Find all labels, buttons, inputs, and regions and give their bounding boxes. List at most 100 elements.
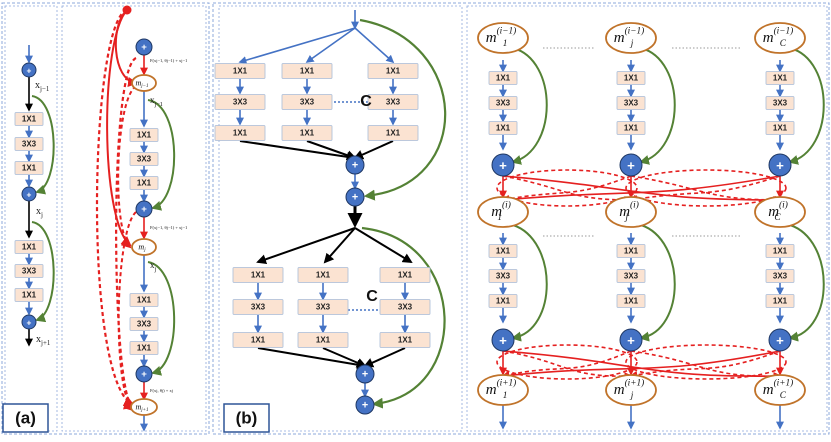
connector-arrow <box>257 347 367 370</box>
plus-circle-icon: + <box>619 153 643 177</box>
conv-block-label: 1X1 <box>773 297 788 306</box>
connector-curve <box>501 350 781 380</box>
conv-block: 1X1 <box>281 63 333 79</box>
conv-block-label: 1X1 <box>496 124 511 133</box>
conv-block: 3X3 <box>129 317 159 331</box>
source-dot <box>122 5 132 15</box>
connector-curve <box>501 350 632 379</box>
conv-block-label: 1X1 <box>624 247 639 256</box>
conv-block-label: 1X1 <box>137 296 152 305</box>
memory-node-icon: m(i)j <box>605 196 657 228</box>
connector-curve <box>639 47 676 165</box>
cardinality-label: C <box>366 288 378 305</box>
conv-block-label: 3X3 <box>773 99 788 108</box>
conv-block: 3X3 <box>488 269 518 283</box>
connector-curve <box>95 8 135 407</box>
memory-node-label: mj−1 <box>136 79 149 89</box>
connector-curve <box>354 227 413 264</box>
connector-loop <box>496 344 638 380</box>
memory-node-icon: m(i)C <box>754 196 806 228</box>
plus-sign: + <box>27 190 32 200</box>
conv-block: 3X3 <box>297 299 349 315</box>
connector-arrow <box>363 347 406 368</box>
connector-arrow <box>322 347 367 368</box>
conv-block-label: 1X1 <box>316 336 331 345</box>
plus-circle-icon: + <box>768 153 792 177</box>
conv-block-label: 1X1 <box>386 129 401 138</box>
conv-block: 3X3 <box>379 299 431 315</box>
conv-block: 1X1 <box>616 121 646 135</box>
plus-sign: + <box>499 333 507 348</box>
connector-curve <box>354 27 395 64</box>
conv-block-label: 1X1 <box>398 271 413 280</box>
panel-b-tag: (b) <box>223 403 270 433</box>
conv-block-label: 3X3 <box>496 272 511 281</box>
connector-curve <box>117 85 137 249</box>
function-annotation: F(xj, θj) + xj <box>150 388 173 394</box>
plus-sign: + <box>627 333 635 348</box>
conv-block-label: 1X1 <box>22 243 37 252</box>
conv-block: 3X3 <box>488 96 518 110</box>
conv-block-label: 1X1 <box>773 247 788 256</box>
conv-block: 1X1 <box>765 294 795 308</box>
connector-curve <box>788 224 825 342</box>
conv-block: 3X3 <box>765 96 795 110</box>
conv-block: 1X1 <box>367 125 419 141</box>
conv-block-label: 1X1 <box>22 291 37 300</box>
memory-node-icon: m(i+1)1 <box>477 374 529 406</box>
plus-circle-icon: + <box>345 155 365 175</box>
plus-circle-icon: + <box>21 314 37 330</box>
conv-block: 3X3 <box>129 152 159 166</box>
conv-block: 3X3 <box>765 269 795 283</box>
conv-block: 1X1 <box>765 121 795 135</box>
conv-block: 1X1 <box>488 294 518 308</box>
memory-node-icon: mj+1 <box>130 398 158 416</box>
conv-block: 1X1 <box>488 121 518 135</box>
conv-block: 1X1 <box>379 267 431 283</box>
conv-block-label: 3X3 <box>496 99 511 108</box>
plus-sign: + <box>362 400 368 412</box>
connector-curve <box>106 9 132 247</box>
conv-block: 1X1 <box>214 63 266 79</box>
conv-block: 1X1 <box>488 244 518 258</box>
memory-node-icon: m(i−1)C <box>754 22 806 54</box>
conv-block: 1X1 <box>129 128 159 142</box>
conv-block: 1X1 <box>616 71 646 85</box>
conv-block-label: 3X3 <box>137 155 152 164</box>
memory-node-label: mj+1 <box>136 403 149 413</box>
conv-block-label: 3X3 <box>624 99 639 108</box>
connector-curve <box>501 175 781 204</box>
connector-curve <box>31 221 55 323</box>
nodes-layer: +xj−11X13X31X1+xj1X13X31X1+xj+1+mj−1F(xj… <box>14 5 806 416</box>
variable-label: xj−1 <box>35 80 50 93</box>
conv-block-label: 1X1 <box>773 124 788 133</box>
conv-block-label: 3X3 <box>137 320 152 329</box>
connector-curve <box>630 175 782 204</box>
conv-block-label: 1X1 <box>233 67 248 76</box>
connections-layer <box>25 8 825 432</box>
conv-block: 3X3 <box>616 96 646 110</box>
conv-block: 1X1 <box>14 288 44 302</box>
connector-curve <box>305 27 356 63</box>
conv-block-label: 3X3 <box>316 303 331 312</box>
plus-sign: + <box>141 369 147 380</box>
conv-block: 1X1 <box>129 341 159 355</box>
plus-sign: + <box>141 204 147 215</box>
conv-block-label: 1X1 <box>22 164 37 173</box>
conv-block: 3X3 <box>214 94 266 110</box>
plus-sign: + <box>352 160 358 172</box>
connector-curve <box>359 18 447 201</box>
panel-a-tag: (a) <box>2 403 49 433</box>
connector-loop <box>625 344 787 380</box>
connector-curve <box>238 27 356 65</box>
connector-curve <box>511 224 548 342</box>
conv-block: 1X1 <box>297 267 349 283</box>
conv-block: 1X1 <box>129 293 159 307</box>
conv-block-label: 1X1 <box>624 297 639 306</box>
connector-curve <box>115 56 137 410</box>
memory-node-icon: m(i+1)j <box>605 374 657 406</box>
conv-block: 1X1 <box>232 332 284 348</box>
conv-block-label: 1X1 <box>137 344 152 353</box>
conv-block-label: 1X1 <box>773 74 788 83</box>
